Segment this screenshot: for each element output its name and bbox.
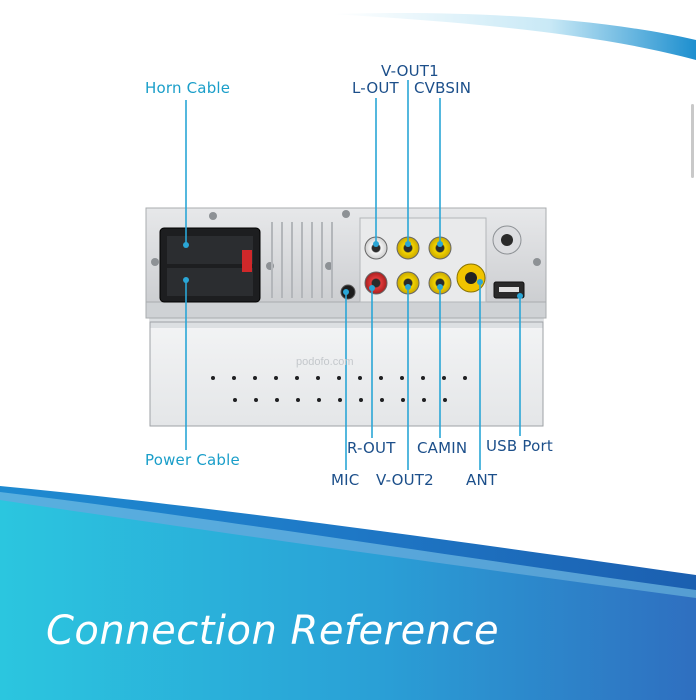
label-v-out2: V-OUT2 (376, 471, 434, 489)
label-v-out1: V-OUT1 (381, 62, 439, 80)
label-usb-port: USB Port (486, 437, 553, 455)
screw-top-mid (342, 210, 350, 218)
banner-front (0, 500, 696, 700)
label-camin: CAMIN (417, 439, 468, 457)
iso-lower (167, 268, 253, 296)
label-power-cable: Power Cable (145, 451, 240, 469)
iso-upper (167, 236, 253, 264)
vent-dots (211, 376, 467, 402)
label-r-out: R-OUT (347, 439, 396, 457)
screw-right (533, 258, 541, 266)
gps-jack-core (501, 234, 513, 246)
screw-left (151, 258, 159, 266)
screw-top-left (209, 212, 217, 220)
scrollbar[interactable] (691, 104, 694, 178)
label-ant: ANT (466, 471, 498, 489)
watermark: podofo.com (296, 356, 354, 368)
label-cvbsin: CVBSIN (414, 79, 472, 97)
banner-title: Connection Reference (46, 608, 500, 654)
r-out-jack (364, 271, 388, 295)
usb-port-insert (499, 287, 519, 292)
iso-red-fuse (242, 250, 252, 272)
label-l-out: L-OUT (352, 79, 399, 97)
leader-lines (183, 80, 523, 470)
label-horn-cable: Horn Cable (145, 79, 231, 97)
top-decor-stripe (330, 13, 696, 60)
heat-fins (271, 222, 333, 298)
ant-jack-core (465, 272, 477, 284)
label-mic: MIC (331, 471, 360, 489)
